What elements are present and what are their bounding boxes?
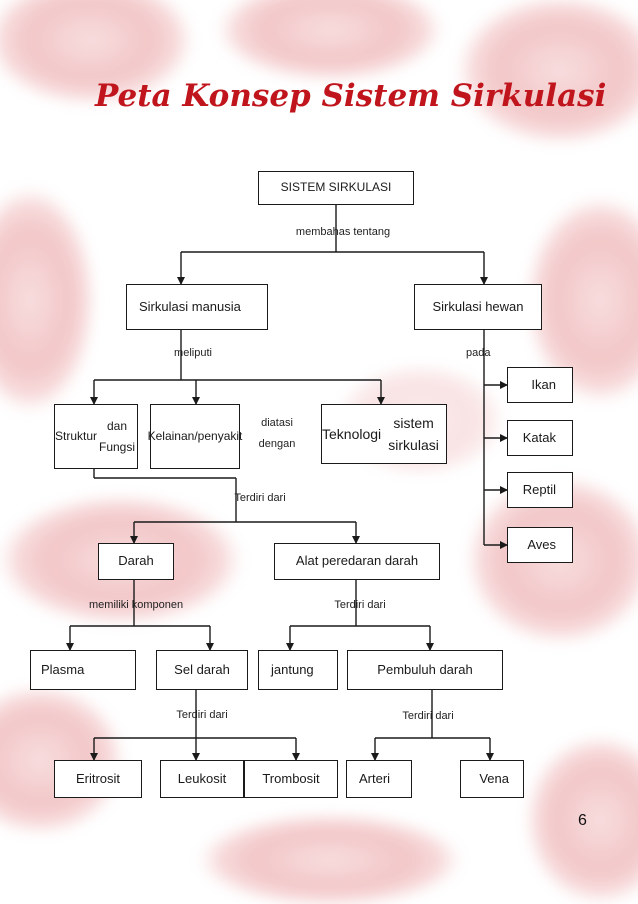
label-memiliki-komponen: memiliki komponen	[89, 599, 184, 611]
label-diatasi-dengan: diatasi dengan	[258, 417, 296, 450]
node-sistem-sirkulasi: SISTEM SIRKULASI	[258, 171, 414, 205]
node-sirkulasi-hewan: Sirkulasi hewan	[414, 284, 542, 330]
node-sel-darah: Sel darah	[156, 650, 248, 690]
label-terdiri-dari-3: Terdiri dari	[176, 709, 228, 721]
node-jantung: jantung	[258, 650, 338, 690]
node-darah: Darah	[98, 543, 174, 580]
label-terdiri-dari-1: Terdiri dari	[234, 492, 286, 504]
node-eritrosit: Eritrosit	[54, 760, 142, 798]
node-trombosit: Trombosit	[244, 760, 338, 798]
node-katak: Katak	[507, 420, 573, 456]
node-alat-peredaran-darah: Alat peredaran darah	[274, 543, 440, 580]
label-pada: pada	[466, 347, 491, 359]
node-sirkulasi-manusia: Sirkulasi manusia	[126, 284, 268, 330]
node-arteri: Arteri	[346, 760, 412, 798]
node-pembuluh-darah: Pembuluh darah	[347, 650, 503, 690]
label-meliputi: meliputi	[174, 347, 212, 359]
node-reptil: Reptil	[507, 472, 573, 508]
node-leukosit: Leukosit	[160, 760, 244, 798]
node-plasma: Plasma	[30, 650, 136, 690]
node-vena: Vena	[460, 760, 524, 798]
label-terdiri-dari-2: Terdiri dari	[334, 599, 386, 611]
node-aves: Aves	[507, 527, 573, 563]
page-number: 6	[578, 812, 587, 829]
page-title: Peta Konsep Sistem Sirkulasi	[95, 78, 607, 114]
node-kelainan-penyakit: Kelainan/penyakit	[148, 404, 242, 469]
node-ikan: Ikan	[507, 367, 573, 403]
label-terdiri-dari-4: Terdiri dari	[402, 710, 454, 722]
label-membahas-tentang: membahas tentang	[295, 226, 391, 238]
